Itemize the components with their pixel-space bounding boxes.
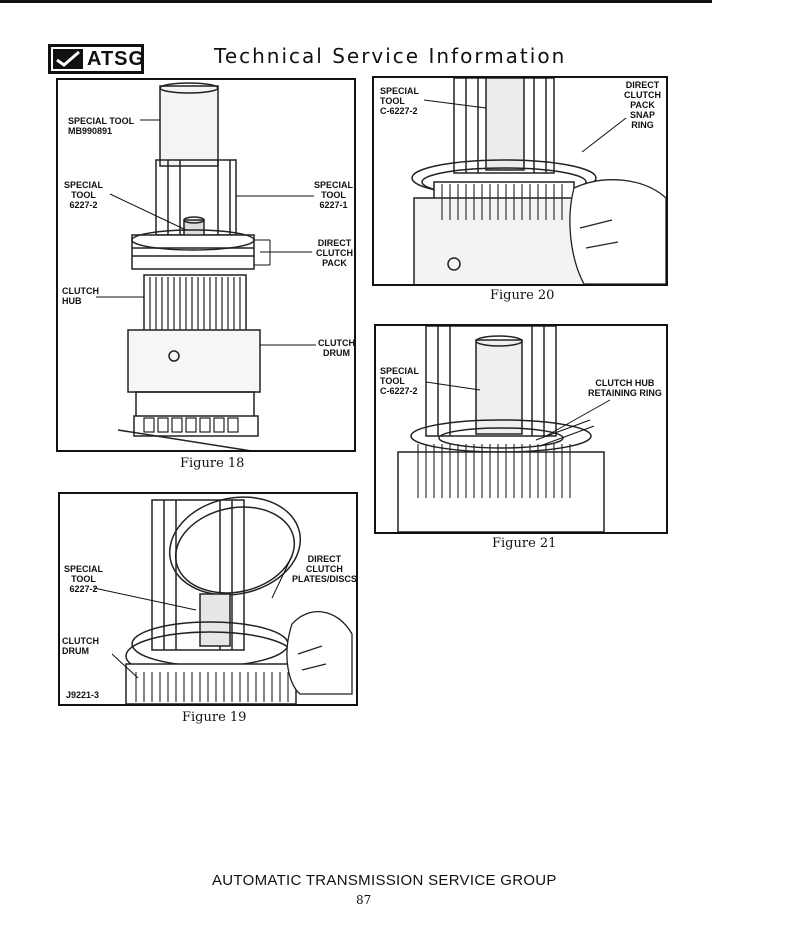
figure-20: SPECIAL TOOL C-6227-2 DIRECT CLUTCH PACK… [372,76,668,286]
figure-18-caption: Figure 18 [180,456,245,471]
image-code: J9221-3 [66,690,100,700]
figure-18: SPECIAL TOOL MB990891 SPECIAL TOOL 6227-… [56,78,356,452]
callout-clutch-hub-retaining-ring: CLUTCH HUB RETAINING RING [588,378,662,398]
checkmark-icon [53,49,83,69]
figure-21-caption: Figure 21 [492,536,557,551]
page-title: Technical Service Information [214,44,567,68]
callout-special-tool-6227-1: SPECIAL TOOL 6227-1 [314,180,354,210]
figure-19-caption: Figure 19 [182,710,247,725]
callout-clutch-drum: CLUTCH DRUM [318,338,355,358]
figure-18-illustration [96,82,316,450]
callout-clutch-drum: CLUTCH DRUM [62,636,99,656]
footer-group-name: AUTOMATIC TRANSMISSION SERVICE GROUP [212,872,557,889]
figure-19-illustration [93,496,353,704]
callout-special-tool-6227-2: SPECIAL TOOL 6227-2 [64,564,104,594]
callout-special-tool-c6227-2: SPECIAL TOOL C-6227-2 [380,366,420,396]
figure-20-illustration [411,78,666,284]
atsg-logo: ATSG [48,44,144,74]
figure-19: DIRECT CLUTCH PLATES/DISCS SPECIAL TOOL … [58,492,358,706]
callout-special-tool-c6227-2: SPECIAL TOOL C-6227-2 [380,86,420,116]
callout-clutch-hub: CLUTCH HUB [62,286,99,306]
logo-text: ATSG [87,48,146,70]
callout-direct-clutch-pack: DIRECT CLUTCH PACK [316,238,353,268]
top-rule [0,0,712,3]
callout-direct-clutch-snap-ring: DIRECT CLUTCH PACK SNAP RING [624,80,661,130]
callout-special-tool-6227-2: SPECIAL TOOL 6227-2 [64,180,104,210]
figure-21-illustration [397,326,611,532]
page-number: 87 [356,893,372,907]
callout-direct-clutch-plates: DIRECT CLUTCH PLATES/DISCS [292,554,357,584]
callout-special-tool-mb990891: SPECIAL TOOL MB990891 [68,116,135,136]
figure-21: SPECIAL TOOL C-6227-2 CLUTCH HUB RETAINI… [374,324,668,534]
figure-20-caption: Figure 20 [490,288,555,303]
